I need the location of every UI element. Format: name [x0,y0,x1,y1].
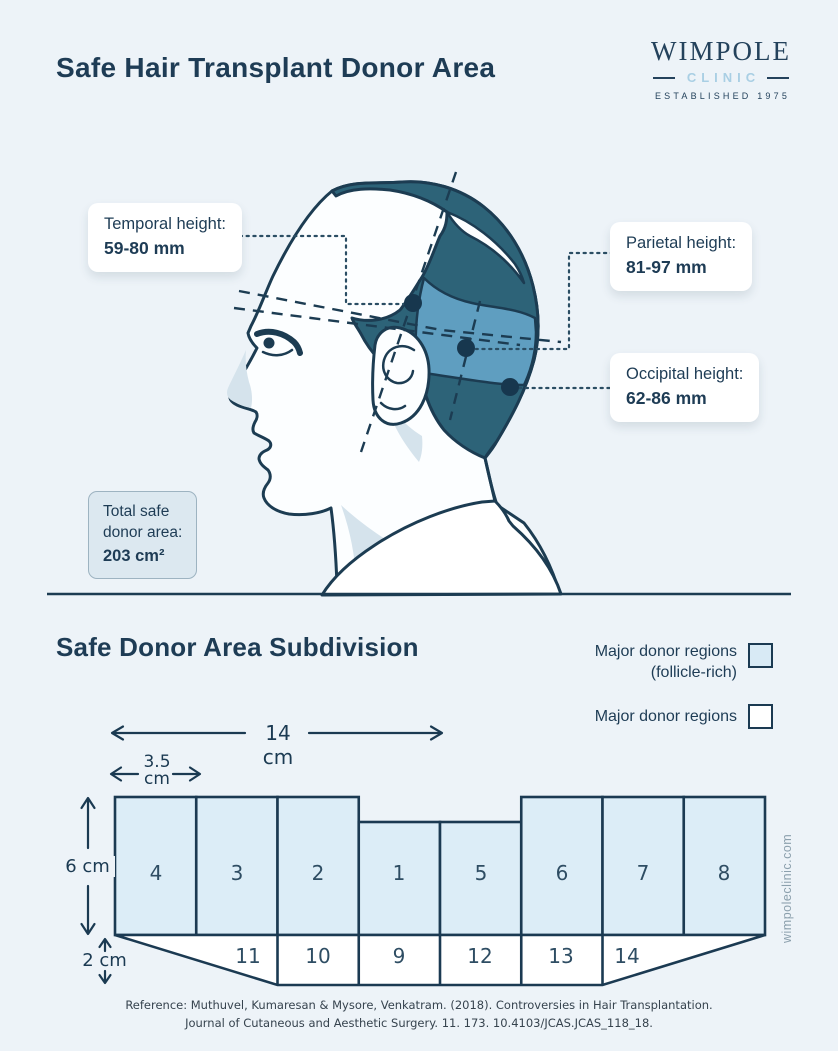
total-value: 203 cm² [103,546,165,565]
shirt [320,499,563,597]
eyebrow [254,328,303,356]
callout-label: Occipital height: [626,365,744,383]
subdivision-cell-label: 7 [636,861,650,885]
reference-citation: Reference: Muthuvel, Kumaresan & Mysore,… [29,997,809,1032]
subdivision-cell-label: 3 [230,861,244,885]
occipital-dot [501,378,519,396]
crown-highlight [445,210,526,285]
grid-cell [113,795,198,937]
callout-temporal-height: Temporal height: 59-80 mm [88,203,242,273]
measurement-lower-height: 2 cm [82,950,127,971]
website-watermark: wimpoleclinic.com [780,833,794,943]
legend-item-major-regions: Major donor regions [468,704,773,729]
subdivision-cell-label: 14 [614,944,640,968]
subdivision-cell-label: 5 [474,861,488,885]
grid-cell [601,795,686,937]
subdivision-cell-label: 4 [149,861,163,885]
measurement-main-height: 6 cm [60,856,115,877]
total-label-line1: Total safe [103,503,170,520]
subdivision-cell-label: 12 [467,944,493,968]
callout-parietal-height: Parietal height: 81-97 mm [610,222,753,292]
temporal-dot [404,294,422,312]
subdivision-cell-label: 6 [555,861,569,885]
grid-cell [194,795,279,937]
measurement-cell-width: 3.5 cm [143,752,171,789]
head-illustration [227,180,563,597]
grid-cell [519,795,604,937]
measurement-dots [404,294,519,396]
subdivision-cell-label: 1 [392,861,406,885]
callout-value: 59-80 mm [104,238,185,259]
lower-lid [261,348,294,357]
dimension-arrows [80,725,444,985]
logo-clinic-row: CLINIC [641,70,801,85]
eye [263,337,275,349]
logo-subtitle: CLINIC [686,70,761,85]
legend-swatch-filled [748,643,773,668]
legend-label: Major donor regions [594,708,737,725]
callout-value: 81-97 mm [626,257,707,278]
subdivision-cell-label: 8 [717,861,731,885]
legend-swatch-empty [748,704,773,729]
reference-line1: Reference: Muthuvel, Kumaresan & Mysore,… [125,998,713,1012]
parietal-dot [457,339,475,357]
ear [371,325,431,426]
legend-item-follicle-rich: Major donor regions (follicle-rich) [468,641,773,683]
grid-cell [682,795,767,937]
subdivision-cell-label: 11 [235,944,261,968]
subdivision-cell-label: 13 [548,944,574,968]
logo-dash-left [652,76,675,79]
reference-line2: Journal of Cutaneous and Aesthetic Surge… [185,1015,653,1030]
callout-value: 62-86 mm [626,388,707,409]
logo-established: ESTABLISHED 1975 [654,91,791,101]
facial-features [254,328,303,357]
subdivision-title: Safe Donor Area Subdivision [56,632,419,662]
total-donor-area-box: Total safe donor area: 203 cm² [88,491,198,579]
logo-dash-right [767,76,790,79]
legend-label: Major donor regions [594,643,737,660]
subdivision-cell-label: 10 [305,944,331,968]
grid-cell [357,820,442,937]
callout-occipital-height: Occipital height: 62-86 mm [610,353,760,423]
page-title: Safe Hair Transplant Donor Area [56,52,496,83]
legend-sublabel: (follicle-rich) [650,664,737,681]
clinic-logo: WIMPOLE CLINIC ESTABLISHED 1975 [641,36,801,101]
measurement-total-width: 14 cm [262,721,294,769]
total-label-line2: donor area: [103,524,183,542]
subdivision-cell-label: 9 [392,944,406,968]
callout-connectors [231,234,615,390]
subdivision-cell-label: 2 [311,861,325,885]
callout-label: Temporal height: [104,215,226,233]
logo-wordmark: WIMPOLE [651,36,791,66]
subdivision-grid [113,795,767,987]
callout-label: Parietal height: [626,234,737,252]
measurement-axes [233,171,562,453]
